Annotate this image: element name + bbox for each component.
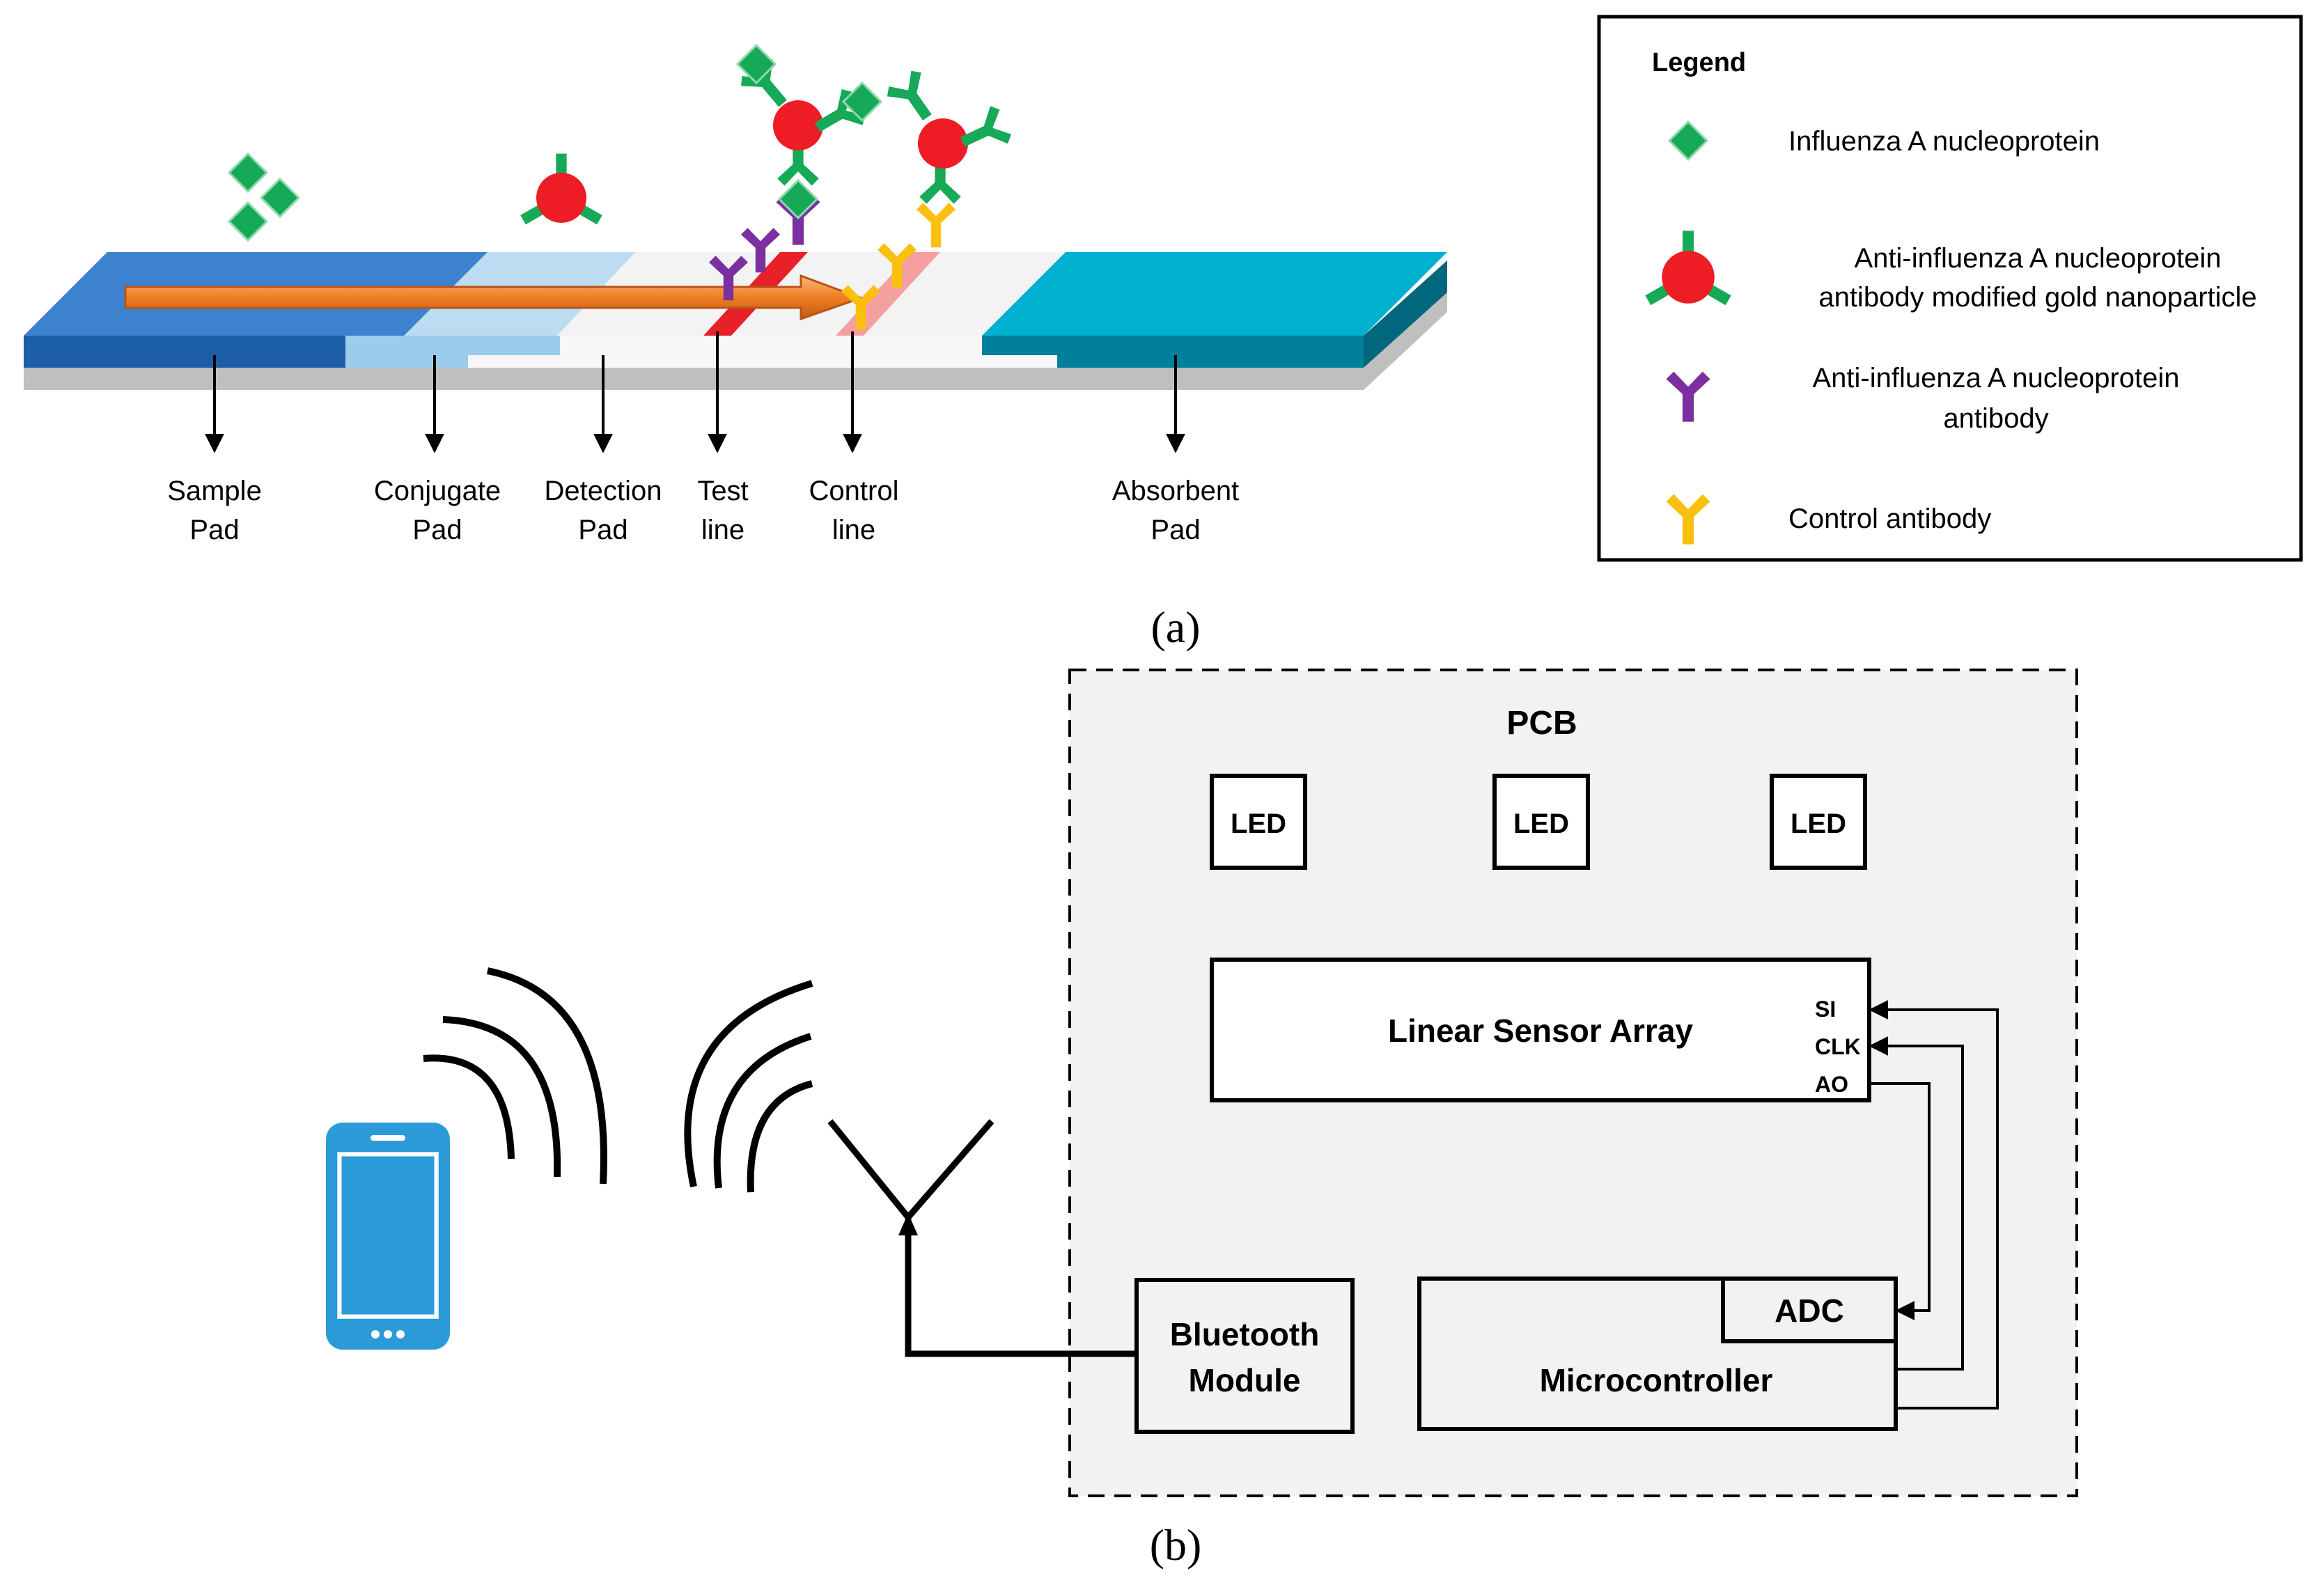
absorbent-pad (982, 252, 1447, 336)
led-1-label: LED (1231, 809, 1286, 839)
bluetooth-module (1134, 1278, 1355, 1434)
label-test-line: Test (697, 476, 748, 506)
label-test-line-2: line (701, 515, 744, 545)
lateral-flow-strip: Sample Pad Conjugate Pad Detection Pad T… (24, 44, 1447, 545)
absorbent-pad-front-lower (1057, 354, 1364, 368)
led-2 (1492, 774, 1590, 870)
led-1 (1210, 774, 1307, 870)
pin-si: SI (1815, 997, 1836, 1022)
antenna-icon (827, 1119, 995, 1240)
legend-item-test-antibody-2: antibody (1943, 403, 2048, 434)
control-gold-nanoparticle (918, 118, 968, 169)
linear-sensor-array (1210, 958, 1871, 1102)
panel-label-b: (b) (1150, 1520, 1202, 1570)
conjugate-pad-front-lower (345, 354, 468, 368)
legend-item-test-antibody: Anti-influenza A nucleoprotein (1812, 363, 2179, 393)
backing-card (24, 292, 1447, 390)
legend-item-control-antibody: Control antibody (1788, 503, 1991, 534)
legend-item-gnp: Anti-influenza A nucleoprotein (1854, 243, 2221, 274)
label-conjugate-pad-2: Pad (412, 515, 462, 545)
pin-clk: CLK (1815, 1034, 1861, 1059)
pin-ao: AO (1815, 1072, 1848, 1097)
label-sample-pad-2: Pad (189, 515, 239, 545)
test-gold-nanoparticle (773, 100, 823, 150)
label-control-line: Control (809, 476, 899, 506)
flow-arrow (124, 274, 864, 321)
mcu-label: Microcontroller (1540, 1362, 1773, 1398)
label-detection-pad-2: Pad (578, 515, 627, 545)
antenna-waves-icon (684, 980, 813, 1193)
phone-waves-icon (423, 967, 607, 1185)
wire-ao (1871, 1082, 1931, 1320)
adc-label: ADC (1775, 1293, 1844, 1329)
antenna-feed (905, 1240, 1137, 1357)
label-detection-pad: Detection (545, 476, 662, 506)
led-3-label: LED (1791, 809, 1846, 839)
wire-si (1869, 1000, 1999, 1410)
bluetooth-label-2: Module (1189, 1362, 1301, 1398)
led-2-label: LED (1513, 809, 1569, 839)
absorbent-pad-front (982, 336, 1364, 355)
panel-label-a: (a) (1151, 602, 1200, 652)
wire-clk (1869, 1036, 1964, 1371)
legend: Legend Influenza A nucleoprotein Anti-in… (1597, 15, 2303, 562)
legend-title: Legend (1652, 48, 1746, 77)
label-control-line-2: line (832, 515, 875, 545)
bluetooth-label: Bluetooth (1170, 1316, 1320, 1352)
legend-item-antigen: Influenza A nucleoprotein (1788, 126, 2100, 157)
label-absorbent-pad: Absorbent (1112, 476, 1239, 506)
label-sample-pad: Sample (167, 476, 262, 506)
led-3 (1770, 774, 1867, 870)
sensor-label: Linear Sensor Array (1388, 1013, 1693, 1049)
legend-item-gnp-2: antibody modified gold nanoparticle (1818, 282, 2256, 313)
reader-block-diagram: PCB LED LED LED Linear Sensor Array SI C… (326, 669, 2078, 1497)
smartphone-icon (326, 1123, 450, 1350)
pcb-title: PCB (1506, 705, 1577, 742)
label-absorbent-pad-2: Pad (1151, 515, 1200, 545)
absorbent-pad-side (1364, 260, 1447, 368)
label-conjugate-pad: Conjugate (374, 476, 501, 506)
conjugate-pad-front (345, 336, 560, 355)
